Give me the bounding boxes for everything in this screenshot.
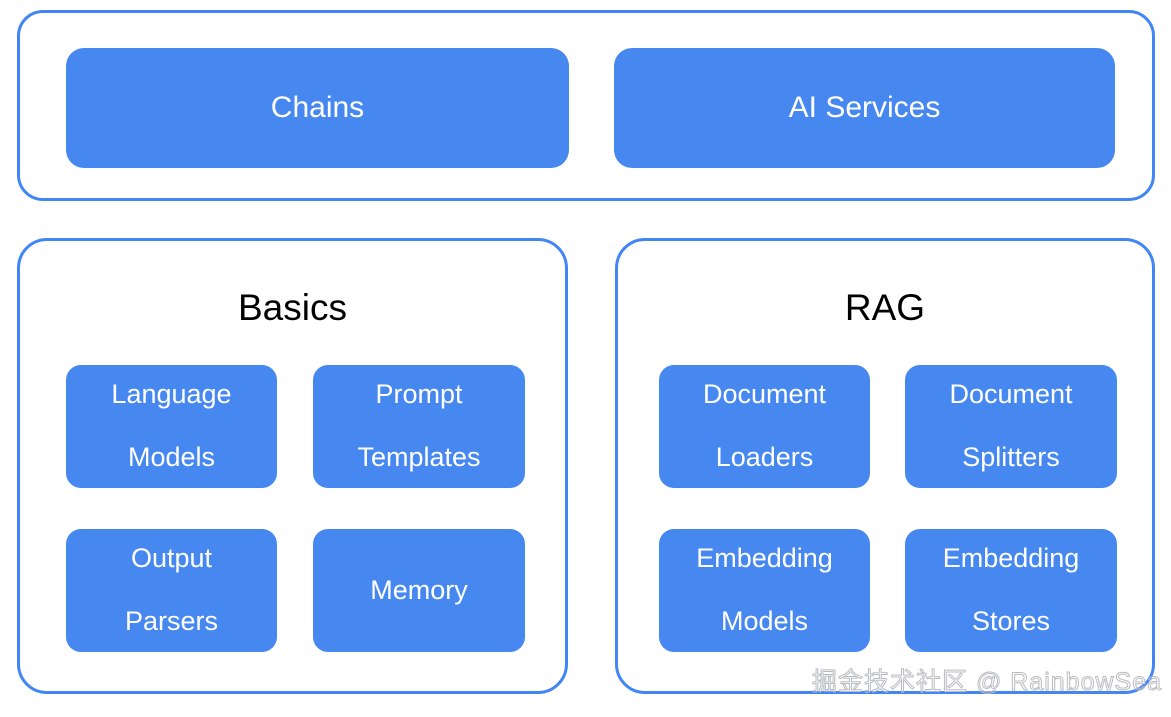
basics-panel-title: Basics (238, 287, 347, 328)
node-language-models-line1: Language (111, 378, 232, 409)
node-embedding-models-line1: Embedding (696, 542, 833, 573)
node-document-loaders-line2: Loaders (715, 442, 814, 473)
rag-panel: RAG Document Loaders Document Splitters … (615, 238, 1155, 694)
node-memory-label: Memory (370, 574, 468, 605)
node-language-models-label: Language Models (99, 379, 243, 475)
node-document-splitters-line1: Document (949, 378, 1073, 409)
node-embedding-stores-line1: Embedding (942, 542, 1080, 573)
node-ai-services[interactable]: AI Services (614, 48, 1115, 168)
node-output-parsers-line1: Output (130, 542, 213, 573)
node-output-parsers[interactable]: Output Parsers (66, 529, 277, 652)
node-document-splitters-line2: Splitters (962, 442, 1060, 473)
node-embedding-stores[interactable]: Embedding Stores (905, 529, 1117, 652)
node-document-loaders[interactable]: Document Loaders (659, 365, 870, 488)
node-embedding-stores-line2: Stores (971, 606, 1051, 637)
node-output-parsers-label: Output Parsers (113, 543, 230, 639)
basics-panel: Basics Language Models Prompt Templates … (17, 238, 568, 694)
node-embedding-stores-label: Embedding Stores (931, 543, 1092, 639)
node-chains-label: Chains (270, 91, 365, 125)
node-prompt-templates-label: Prompt Templates (345, 379, 492, 475)
node-embedding-models[interactable]: Embedding Models (659, 529, 870, 652)
node-document-loaders-label: Document Loaders (691, 379, 838, 475)
node-embedding-models-line2: Models (720, 606, 809, 637)
node-prompt-templates-line2: Templates (357, 442, 481, 473)
node-prompt-templates[interactable]: Prompt Templates (313, 365, 525, 488)
node-prompt-templates-line1: Prompt (375, 378, 463, 409)
rag-panel-title: RAG (844, 287, 926, 328)
node-document-splitters-label: Document Splitters (937, 379, 1084, 475)
node-chains[interactable]: Chains (66, 48, 569, 168)
node-ai-services-label: AI Services (788, 91, 941, 125)
node-embedding-models-label: Embedding Models (684, 543, 845, 639)
node-output-parsers-line2: Parsers (124, 606, 219, 637)
node-language-models-line2: Models (127, 442, 216, 473)
node-document-loaders-line1: Document (702, 378, 827, 409)
top-container-panel: Chains AI Services (17, 10, 1155, 201)
node-language-models[interactable]: Language Models (66, 365, 277, 488)
node-memory[interactable]: Memory (313, 529, 525, 652)
node-document-splitters[interactable]: Document Splitters (905, 365, 1117, 488)
